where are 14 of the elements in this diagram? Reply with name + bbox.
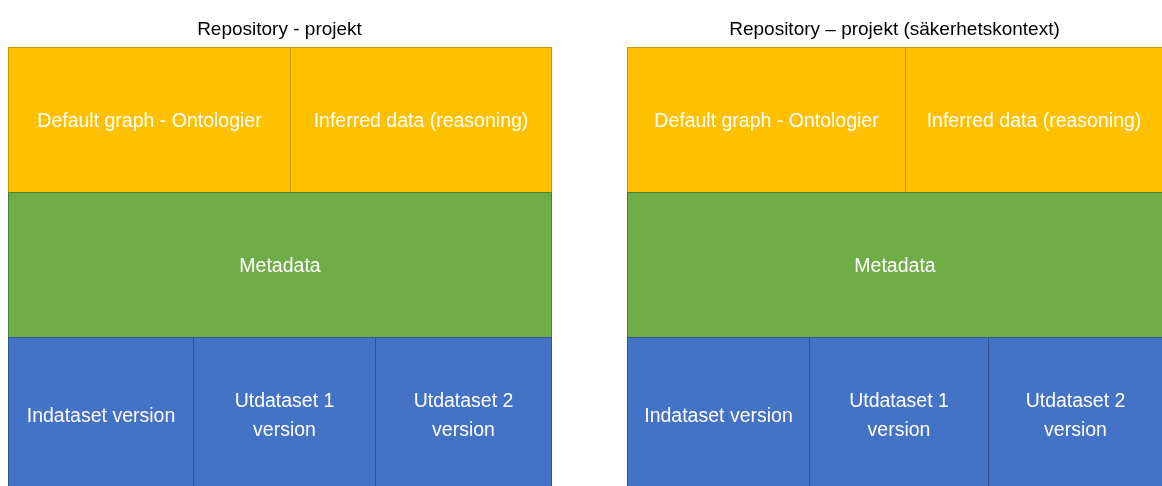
graph-block: Inferred data (reasoning) — [290, 47, 552, 194]
graph-block: Default graph - Ontologier — [8, 47, 291, 194]
dataset-block: Indataset version — [627, 337, 810, 486]
graph-block: Inferred data (reasoning) — [905, 47, 1162, 194]
dataset-block: Utdataset 2 version — [988, 337, 1162, 486]
dataset-block: Utdataset 1 version — [193, 337, 376, 486]
panel-title: Repository – projekt (säkerhetskontext) — [728, 18, 1061, 40]
graph-block: Default graph - Ontologier — [627, 47, 906, 194]
panel-title: Repository - projekt — [196, 18, 363, 40]
metadata-block: Metadata — [627, 192, 1162, 339]
dataset-block: Utdataset 2 version — [375, 337, 552, 486]
dataset-block: Indataset version — [8, 337, 194, 486]
dataset-block: Utdataset 1 version — [809, 337, 989, 486]
metadata-block: Metadata — [8, 192, 552, 339]
